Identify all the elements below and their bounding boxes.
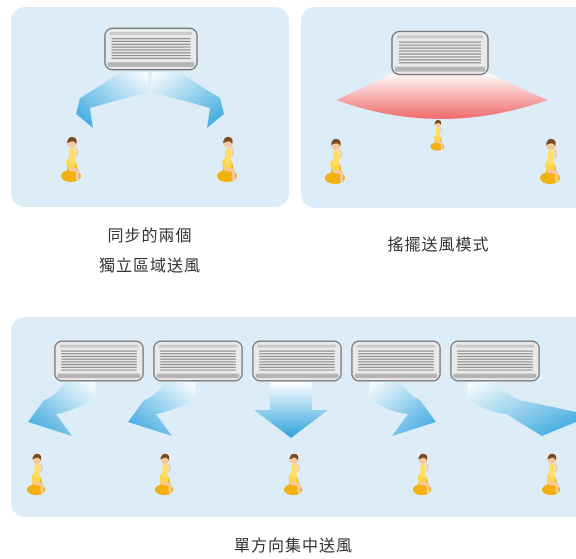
airflow-arrow	[254, 382, 328, 438]
airflow-arrow	[368, 382, 436, 436]
seated-person-icon	[412, 452, 433, 497]
airflow-arrow	[466, 382, 576, 436]
ac-unit-icon	[54, 340, 144, 382]
ac-unit-icon	[252, 340, 342, 382]
ac-unit-icon	[351, 340, 441, 382]
seated-person-icon	[60, 135, 82, 183]
swing-airflow-fan	[336, 72, 548, 119]
ac-unit-icon	[450, 340, 540, 382]
dual-zone-caption-line2: 獨立區域送風	[98, 256, 201, 275]
seated-person-icon	[539, 137, 562, 186]
airflow-right-arrow	[150, 72, 224, 128]
seated-person-icon	[216, 135, 238, 183]
swing-mode-caption: 搖擺送風模式	[387, 235, 490, 254]
swing-mode-illustration	[324, 30, 562, 186]
dual-zone-caption-line1: 同步的兩個	[107, 226, 193, 245]
airflow-left-arrow	[76, 72, 150, 128]
seated-person-icon	[429, 119, 445, 152]
single-direction-illustration	[26, 340, 576, 497]
airflow-arrow	[28, 382, 96, 436]
seated-person-icon	[26, 452, 47, 497]
airflow-arrow	[128, 382, 196, 436]
seated-person-icon	[541, 452, 562, 497]
ac-unit-icon	[153, 340, 243, 382]
ac-unit-icon	[391, 30, 489, 76]
ac-unit-icon	[104, 27, 198, 71]
single-direction-caption: 單方向集中送風	[233, 536, 353, 555]
dual-zone-illustration	[60, 27, 238, 183]
seated-person-icon	[154, 452, 175, 497]
seated-person-icon	[283, 452, 304, 497]
seated-person-icon	[324, 137, 347, 186]
